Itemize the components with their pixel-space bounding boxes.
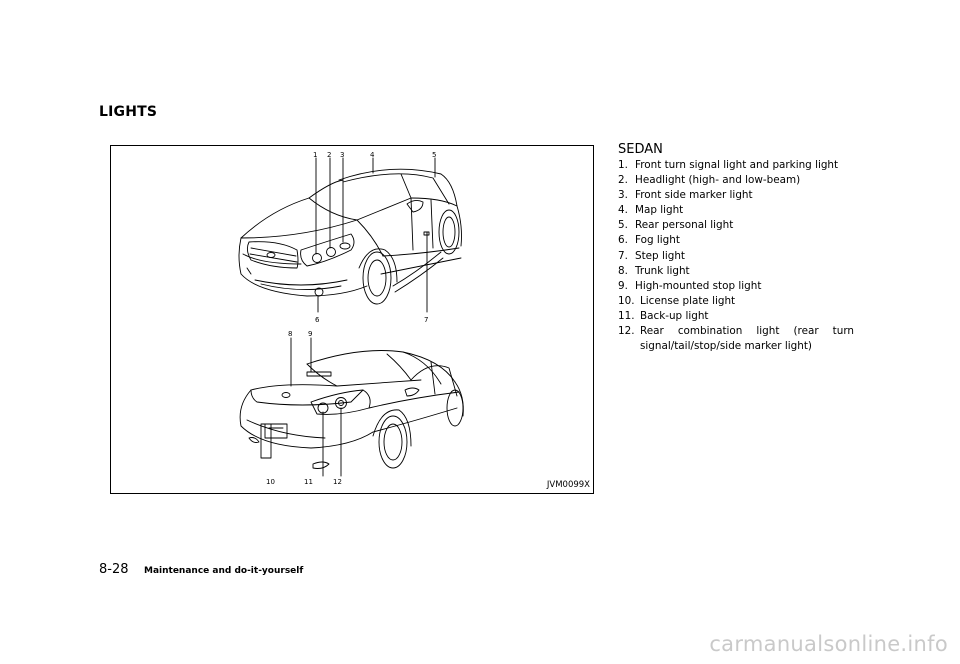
list-item: 4. Map light xyxy=(618,203,854,218)
item-text: Back-up light xyxy=(640,309,709,322)
list-item: 6. Fog light xyxy=(618,233,854,248)
list-item: 1. Front turn signal light and parking li… xyxy=(618,158,854,173)
item-number: 4. xyxy=(618,204,628,217)
item-number: 6. xyxy=(618,234,628,247)
rear-car-drawing xyxy=(239,337,464,477)
list-item: 11. Back-up light xyxy=(618,309,854,324)
item-number: 2. xyxy=(618,174,628,187)
list-item: 9. High-mounted stop light xyxy=(618,279,854,294)
item-number: 3. xyxy=(618,189,628,202)
item-number: 11. xyxy=(618,309,635,322)
item-number: 12. xyxy=(618,325,635,338)
callout-4: 4 xyxy=(370,151,375,159)
item-number: 5. xyxy=(618,219,628,232)
callout-6: 6 xyxy=(315,316,320,324)
section-title: LIGHTS xyxy=(99,104,158,120)
item-text: Rear personal light xyxy=(635,219,734,232)
callout-8: 8 xyxy=(288,330,292,338)
list-item: 2. Headlight (high- and low-beam) xyxy=(618,173,854,188)
item-text: High-mounted stop light xyxy=(635,279,762,292)
item-text: Step light xyxy=(635,249,685,262)
item-text: Trunk light xyxy=(635,264,690,277)
item-text: Headlight (high- and low-beam) xyxy=(635,174,801,187)
item-number: 1. xyxy=(618,159,628,171)
figure-code: JVM0099X xyxy=(546,480,590,490)
callout-5: 5 xyxy=(432,151,436,159)
item-text: License plate light xyxy=(640,294,736,307)
watermark: carmanualsonline.info xyxy=(709,632,948,656)
item-text: Front side marker light xyxy=(635,189,753,202)
list-item: 8. Trunk light xyxy=(618,264,854,279)
item-number: 9. xyxy=(618,279,628,292)
list-item: 10. License plate light xyxy=(618,294,854,309)
callout-7: 7 xyxy=(424,316,428,324)
subheading: SEDAN xyxy=(618,142,663,157)
light-list: 1. Front turn signal light and parking li… xyxy=(618,158,854,354)
callout-1: 1 xyxy=(313,151,317,159)
list-item: 3. Front side marker light xyxy=(618,188,854,203)
sedan-lights-illustration: 1 2 3 4 5 6 7 8 9 10 11 12 JVM0099X xyxy=(110,145,594,494)
item-number: 7. xyxy=(618,249,628,262)
car-diagram: 1 2 3 4 5 6 7 8 9 10 11 12 xyxy=(238,151,464,486)
callout-12: 12 xyxy=(333,478,342,486)
item-text: Fog light xyxy=(635,234,680,247)
callout-10: 10 xyxy=(266,478,275,486)
list-item: 12. Rear combination light (rear turn sig… xyxy=(618,324,854,354)
item-number: 10. xyxy=(618,294,635,307)
list-item: 7. Step light xyxy=(618,249,854,264)
item-number: 8. xyxy=(618,264,628,277)
chapter-title: Maintenance and do-it-yourself xyxy=(144,566,304,576)
item-text: Map light xyxy=(635,204,684,217)
callout-9: 9 xyxy=(308,330,312,338)
list-item: 5. Rear personal light xyxy=(618,218,854,233)
front-car-drawing xyxy=(238,157,462,313)
item-text: Front turn signal light and parking ligh… xyxy=(635,159,839,171)
callout-2: 2 xyxy=(327,151,331,159)
page-number: 8-28 xyxy=(99,562,129,577)
item-text: Rear combination light (rear turn signal… xyxy=(640,325,854,353)
callout-3: 3 xyxy=(340,151,344,159)
callout-11: 11 xyxy=(304,478,313,486)
